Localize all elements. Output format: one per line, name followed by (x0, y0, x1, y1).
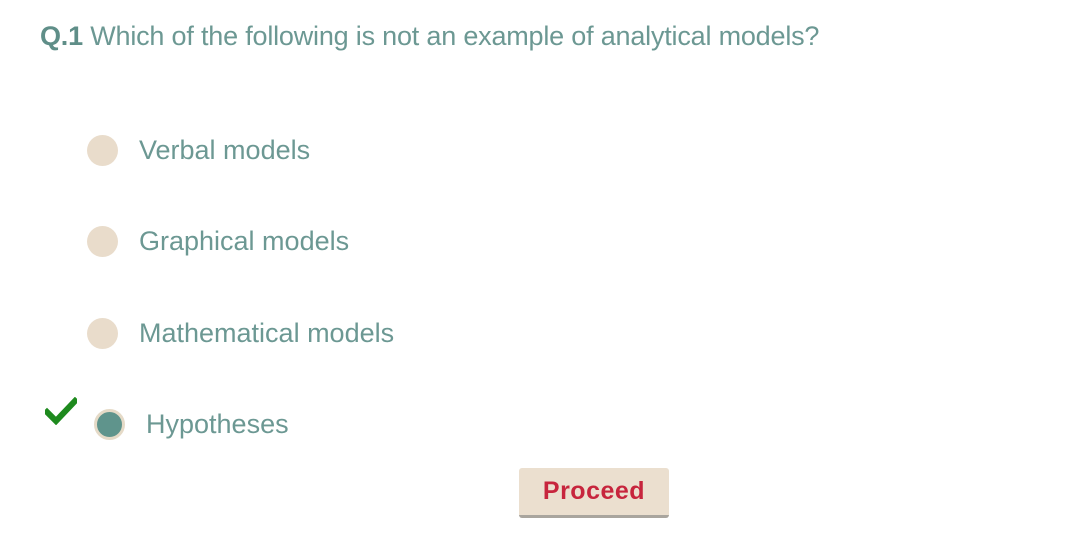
question-number: Q.1 (40, 21, 83, 51)
checkmark-icon (45, 397, 77, 425)
question-text: Which of the following is not an example… (90, 21, 820, 51)
radio-button[interactable] (87, 317, 118, 349)
option-label: Verbal models (139, 135, 311, 165)
option-verbal-models[interactable]: Verbal models (87, 132, 310, 168)
option-mathematical-models[interactable]: Mathematical models (87, 315, 394, 351)
radio-button[interactable] (87, 225, 118, 257)
question-heading: Q.1 Which of the following is not an exa… (40, 18, 819, 54)
proceed-button[interactable]: Proceed (519, 468, 669, 518)
option-label: Graphical models (139, 226, 350, 256)
radio-button-selected[interactable] (94, 408, 125, 440)
option-graphical-models[interactable]: Graphical models (87, 223, 349, 259)
option-label: Hypotheses (146, 409, 289, 439)
radio-button[interactable] (87, 134, 118, 166)
option-label: Mathematical models (139, 318, 395, 348)
option-hypotheses[interactable]: Hypotheses (94, 406, 289, 442)
